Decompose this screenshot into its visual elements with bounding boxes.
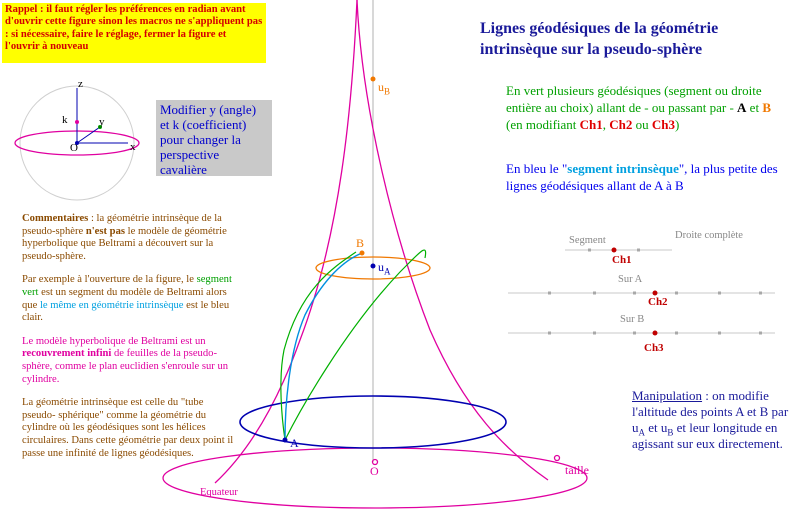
ch3-label: Ch3	[644, 342, 664, 354]
ch3-knob[interactable]	[652, 330, 658, 336]
ch1-tick	[588, 248, 591, 252]
o-label: O	[70, 142, 78, 154]
manipulation-note: Manipulation : on modifie l'altitude des…	[632, 388, 789, 451]
ch2-label: Ch2	[648, 296, 668, 308]
taille-label: taille	[565, 463, 589, 477]
taille-handle[interactable]	[553, 454, 561, 462]
ch3-tick	[675, 331, 678, 335]
ch3-tick	[718, 331, 721, 335]
sur-a-label: Sur A	[618, 274, 643, 285]
y-axis	[76, 126, 101, 144]
origin-label: O	[370, 464, 379, 478]
k-label: k	[62, 114, 68, 126]
page-title: Lignes géodésiques de la géométrie intri…	[480, 20, 719, 58]
ch2-tick	[718, 291, 721, 295]
ub-handle[interactable]	[370, 76, 376, 82]
equateur-label: Equateur	[200, 487, 238, 498]
ch2-tick	[633, 291, 636, 295]
ub-label: uB	[378, 80, 391, 97]
point-a[interactable]	[282, 437, 288, 443]
ch2-tick	[593, 291, 596, 295]
ch2-knob[interactable]	[652, 290, 658, 296]
ch3-tick	[633, 331, 636, 335]
green-geodesic-2	[280, 251, 357, 441]
segment-label: Segment	[569, 235, 606, 246]
reference-sphere	[19, 85, 135, 201]
x-label: x	[130, 141, 136, 153]
ch2-tick	[759, 291, 762, 295]
circle-through-a	[239, 395, 507, 449]
origin-point[interactable]	[371, 458, 379, 466]
k-point[interactable]	[75, 120, 79, 124]
perspective-instruction: Modifier y (angle) et k (coefficient) po…	[156, 100, 272, 177]
droite-complete-label: Droite complète	[675, 230, 743, 241]
tractrix-left	[214, 0, 358, 484]
point-b[interactable]	[359, 250, 365, 256]
circle-through-b	[315, 256, 431, 280]
y-label: y	[99, 116, 105, 128]
z-label: z	[78, 78, 83, 90]
ch1-knob[interactable]	[611, 247, 617, 253]
preferences-reminder: Rappel : il faut régler les préférences …	[2, 3, 266, 63]
green-geodesic	[284, 249, 427, 441]
intrinsic-segment	[284, 252, 363, 441]
ch3-tick	[759, 331, 762, 335]
ch2-tick	[548, 291, 551, 295]
ch1-tick	[637, 248, 640, 252]
intrinsic-segment-description: En bleu le "segment intrinsèque", la plu…	[506, 161, 778, 193]
sur-b-label: Sur B	[620, 314, 645, 325]
geodesics-description: En vert plusieurs géodésiques (segment o…	[506, 83, 771, 132]
ch1-label: Ch1	[612, 254, 632, 266]
tractrix-right	[356, 0, 549, 481]
ua-label: uA	[378, 260, 391, 277]
ch3-tick	[593, 331, 596, 335]
ua-handle[interactable]	[370, 263, 376, 269]
point-a-label: A	[290, 436, 299, 450]
ch3-tick	[548, 331, 551, 335]
y-point[interactable]	[98, 125, 102, 129]
reference-origin	[75, 141, 79, 145]
commentaries: Commentaires : la géométrie intrinsèque …	[22, 213, 234, 459]
point-b-label: B	[356, 236, 365, 250]
ch2-tick	[675, 291, 678, 295]
